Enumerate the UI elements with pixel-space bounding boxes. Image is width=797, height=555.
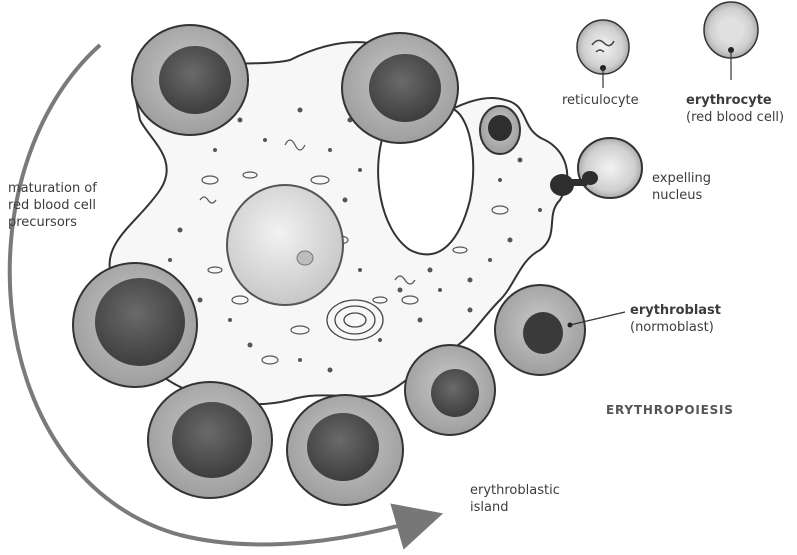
erythroblast-subtitle: (normoblast) [630,319,721,336]
island-label: erythroblastic island [470,482,560,516]
erythroblast-cell-2 [342,33,458,143]
island-line-2: island [470,499,560,516]
expelling-label: expelling nucleus [652,170,711,204]
macrophage-nucleus [227,185,343,305]
erythrocyte-title: erythrocyte [686,93,772,108]
maturation-line-1: maturation of [8,180,97,197]
maturation-line-2: red blood cell [8,197,97,214]
erythrocyte-cell [704,2,758,80]
erythroblast-cell-5 [287,395,403,505]
nucleolus [297,251,313,265]
erythroblast-title: erythroblast [630,303,721,318]
reticulocyte-cell [577,20,629,88]
late-erythroblast [480,106,520,154]
maturation-line-3: precursors [8,214,97,231]
reticulocyte-label: reticulocyte [562,92,639,109]
erythroblast-cell-3 [73,263,197,387]
erythrocyte-label: erythrocyte (red blood cell) [686,92,784,126]
erythroblast-cell-6 [405,345,495,435]
erythroblast-cell-4 [148,382,272,498]
erythroblast-cell-1 [132,25,248,135]
expelling-line-2: nucleus [652,187,711,204]
erythroblast-label: erythroblast (normoblast) [630,302,721,336]
erythroblast-cell-labeled [495,285,585,375]
diagram-title: ERYTHROPOIESIS [606,403,734,417]
expelling-line-1: expelling [652,170,711,187]
maturation-label: maturation of red blood cell precursors [8,180,97,231]
island-line-1: erythroblastic [470,482,560,499]
erythrocyte-subtitle: (red blood cell) [686,109,784,126]
